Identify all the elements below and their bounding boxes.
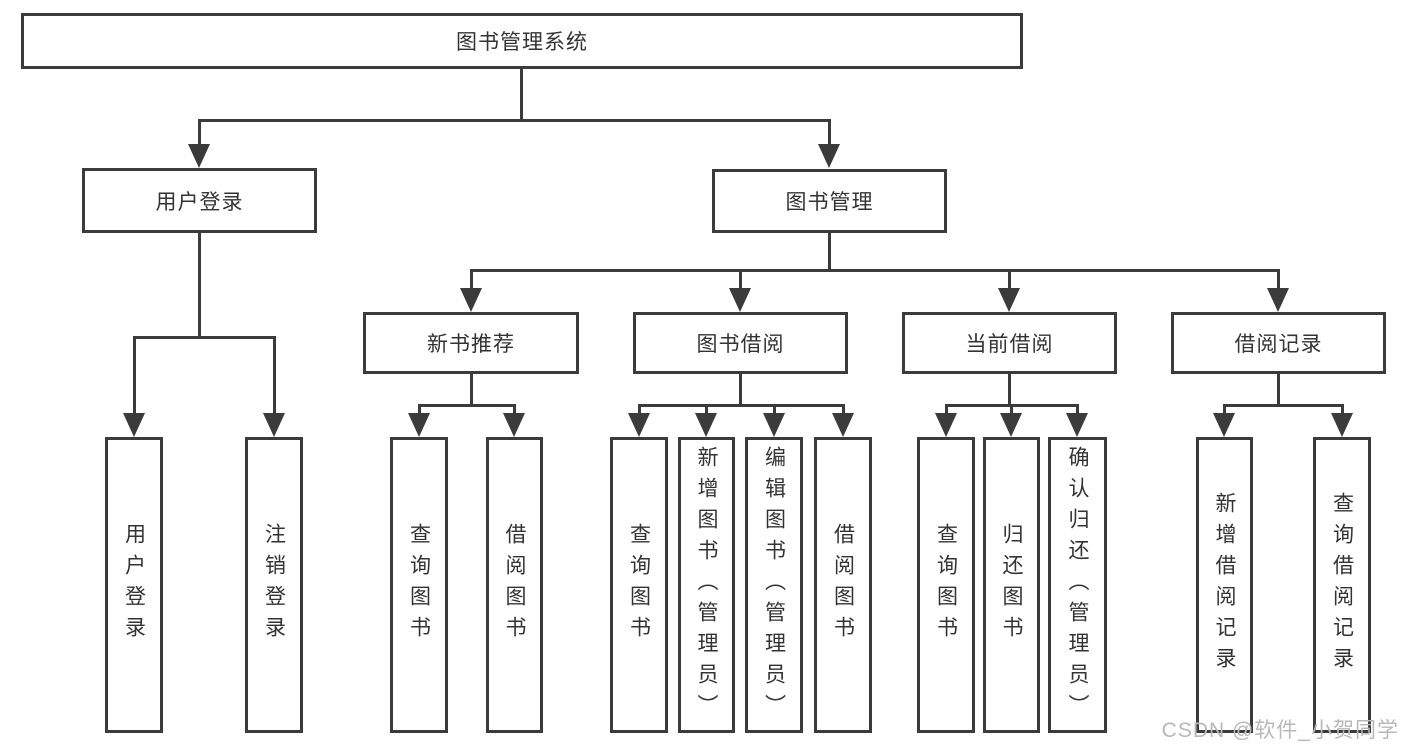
node-book-borrowing-label: 图书借阅: [696, 333, 785, 356]
leaf-query-borrow-record-label: 查询借阅记录: [1330, 492, 1354, 678]
connector-leaf-r1-stem: [1223, 404, 1226, 416]
leaf-recommend-query-books-label: 查询图书: [407, 523, 431, 647]
connector-user-login-down: [198, 233, 201, 339]
leaf-recommend-query-books: 查询图书: [390, 437, 448, 733]
node-book-borrowing: 图书借阅: [633, 312, 848, 374]
leaf-return-books: 归还图书: [983, 437, 1040, 733]
leaf-recommend-borrow-books: 借阅图书: [486, 437, 543, 733]
leaf-logout-label: 注销登录: [262, 523, 286, 647]
leaf-logout: 注销登录: [245, 437, 303, 733]
connector-book-borrowing-hline: [638, 404, 845, 407]
arrowhead-leaf-b1: [628, 413, 650, 437]
connector-leaf-n2-stem: [513, 404, 516, 416]
node-user-login: 用户登录: [82, 168, 317, 233]
node-book-management-label: 图书管理: [785, 191, 874, 214]
connector-leaf-b4-stem: [842, 404, 845, 416]
node-borrow-records-label: 借阅记录: [1234, 333, 1323, 356]
csdn-watermark: CSDN @软件_小贺同学: [1161, 719, 1399, 742]
arrowhead-leaf-c2: [1000, 413, 1022, 437]
node-new-book-recommend: 新书推荐: [363, 312, 579, 374]
connector-current-borrowing-stem: [1008, 269, 1011, 292]
connector-current-borrowing-down: [1008, 374, 1011, 407]
arrowhead-leaf-user-login: [123, 413, 145, 437]
node-book-management: 图书管理: [712, 169, 947, 233]
connector-borrow-records-stem: [1277, 269, 1280, 292]
leaf-confirm-return-admin: 确认归还（管理员）: [1048, 437, 1107, 733]
connector-level1-hline: [198, 119, 831, 122]
connector-leaf-user-login-stem: [133, 336, 136, 416]
arrowhead-leaf-r1: [1213, 413, 1235, 437]
connector-book-borrowing-down: [739, 374, 742, 407]
node-current-borrowing-label: 当前借阅: [965, 333, 1054, 356]
connector-leaf-c1-stem: [945, 404, 948, 416]
node-borrow-records: 借阅记录: [1171, 312, 1386, 374]
arrowhead-book-borrowing: [729, 288, 751, 312]
connector-user-login-hline: [133, 336, 276, 339]
leaf-borrowing-query-books-label: 查询图书: [627, 523, 651, 647]
node-root: 图书管理系统: [21, 13, 1023, 69]
leaf-current-query-books-label: 查询图书: [934, 523, 958, 647]
connector-user-login-stem: [198, 119, 201, 148]
arrowhead-borrow-records: [1267, 288, 1289, 312]
node-root-label: 图书管理系统: [456, 31, 588, 54]
connector-root-stem: [520, 69, 523, 121]
leaf-confirm-return-admin-label: 确认归还（管理员）: [1066, 445, 1089, 725]
leaf-borrow-books: 借阅图书: [814, 437, 872, 733]
leaf-query-borrow-record: 查询借阅记录: [1313, 437, 1371, 733]
leaf-add-borrow-record-label: 新增借阅记录: [1213, 492, 1236, 678]
arrowhead-leaf-logout: [263, 413, 285, 437]
arrowhead-user-login: [188, 144, 210, 168]
arrowhead-leaf-b3: [763, 413, 785, 437]
leaf-return-books-label: 归还图书: [1000, 523, 1023, 647]
connector-leaf-r2-stem: [1341, 404, 1344, 416]
leaf-current-query-books: 查询图书: [917, 437, 975, 733]
connector-book-mgmt-down: [828, 233, 831, 272]
arrowhead-leaf-b2: [695, 413, 717, 437]
connector-borrow-records-down: [1277, 374, 1280, 407]
leaf-borrowing-query-books: 查询图书: [610, 437, 668, 733]
connector-new-rec-down: [470, 374, 473, 407]
connector-book-borrowing-stem: [739, 269, 742, 292]
leaf-user-login: 用户登录: [105, 437, 163, 733]
connector-borrow-records-hline: [1223, 404, 1344, 407]
arrowhead-leaf-b4: [832, 413, 854, 437]
arrowhead-book-mgmt: [818, 144, 840, 168]
connector-level3-hline: [470, 269, 1280, 272]
leaf-edit-books-admin-label: 编辑图书（管理员）: [762, 445, 786, 725]
arrowhead-leaf-n1: [408, 413, 430, 437]
connector-leaf-c2-stem: [1010, 404, 1013, 416]
leaf-recommend-borrow-books-label: 借阅图书: [503, 523, 526, 647]
leaf-user-login-label: 用户登录: [122, 523, 146, 647]
node-user-login-label: 用户登录: [155, 190, 244, 214]
arrowhead-leaf-n2: [503, 413, 525, 437]
arrowhead-leaf-c1: [935, 413, 957, 437]
arrowhead-leaf-r2: [1331, 413, 1353, 437]
arrowhead-current-borrowing: [998, 288, 1020, 312]
connector-leaf-b1-stem: [638, 404, 641, 416]
leaf-edit-books-admin: 编辑图书（管理员）: [745, 437, 803, 733]
leaf-borrow-books-label: 借阅图书: [831, 523, 855, 647]
connector-new-rec-hline: [418, 404, 516, 407]
leaf-add-borrow-record: 新增借阅记录: [1196, 437, 1253, 733]
leaf-add-books-admin-label: 新增图书（管理员）: [695, 445, 718, 725]
arrowhead-leaf-c3: [1066, 413, 1088, 437]
connector-leaf-b2-stem: [705, 404, 708, 416]
leaf-add-books-admin: 新增图书（管理员）: [678, 437, 735, 733]
arrowhead-new-rec: [460, 288, 482, 312]
connector-book-mgmt-stem: [828, 119, 831, 148]
node-new-book-recommend-label: 新书推荐: [427, 333, 515, 356]
connector-leaf-n1-stem: [418, 404, 421, 416]
connector-new-rec-stem: [470, 269, 473, 292]
connector-leaf-b3-stem: [773, 404, 776, 416]
node-current-borrowing: 当前借阅: [902, 312, 1117, 374]
connector-leaf-logout-stem: [273, 336, 276, 416]
connector-leaf-c3-stem: [1076, 404, 1079, 416]
